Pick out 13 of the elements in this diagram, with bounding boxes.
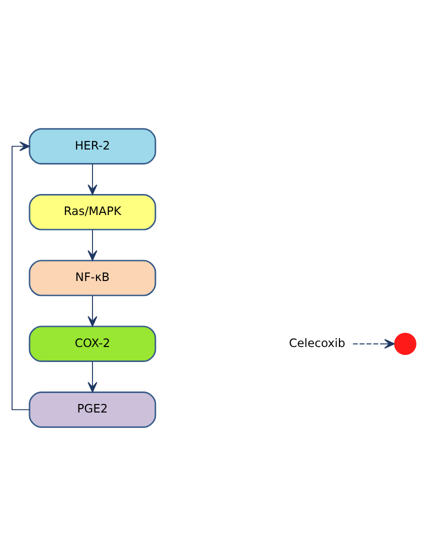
node-box: PGE2 bbox=[28, 392, 156, 428]
arrow bbox=[88, 163, 98, 195]
node-box: COX-2 bbox=[28, 326, 156, 362]
node-box: HER-2 bbox=[28, 128, 156, 164]
arrow bbox=[352, 339, 395, 349]
node-box: NF-κB bbox=[28, 260, 156, 296]
node-box: Ras/MAPK bbox=[28, 194, 156, 230]
arrow bbox=[88, 295, 98, 327]
arrow bbox=[12, 141, 30, 410]
arrow bbox=[88, 229, 98, 261]
node-text: Celecoxib bbox=[289, 336, 346, 350]
arrow bbox=[88, 361, 98, 392]
node-circle bbox=[394, 332, 416, 355]
